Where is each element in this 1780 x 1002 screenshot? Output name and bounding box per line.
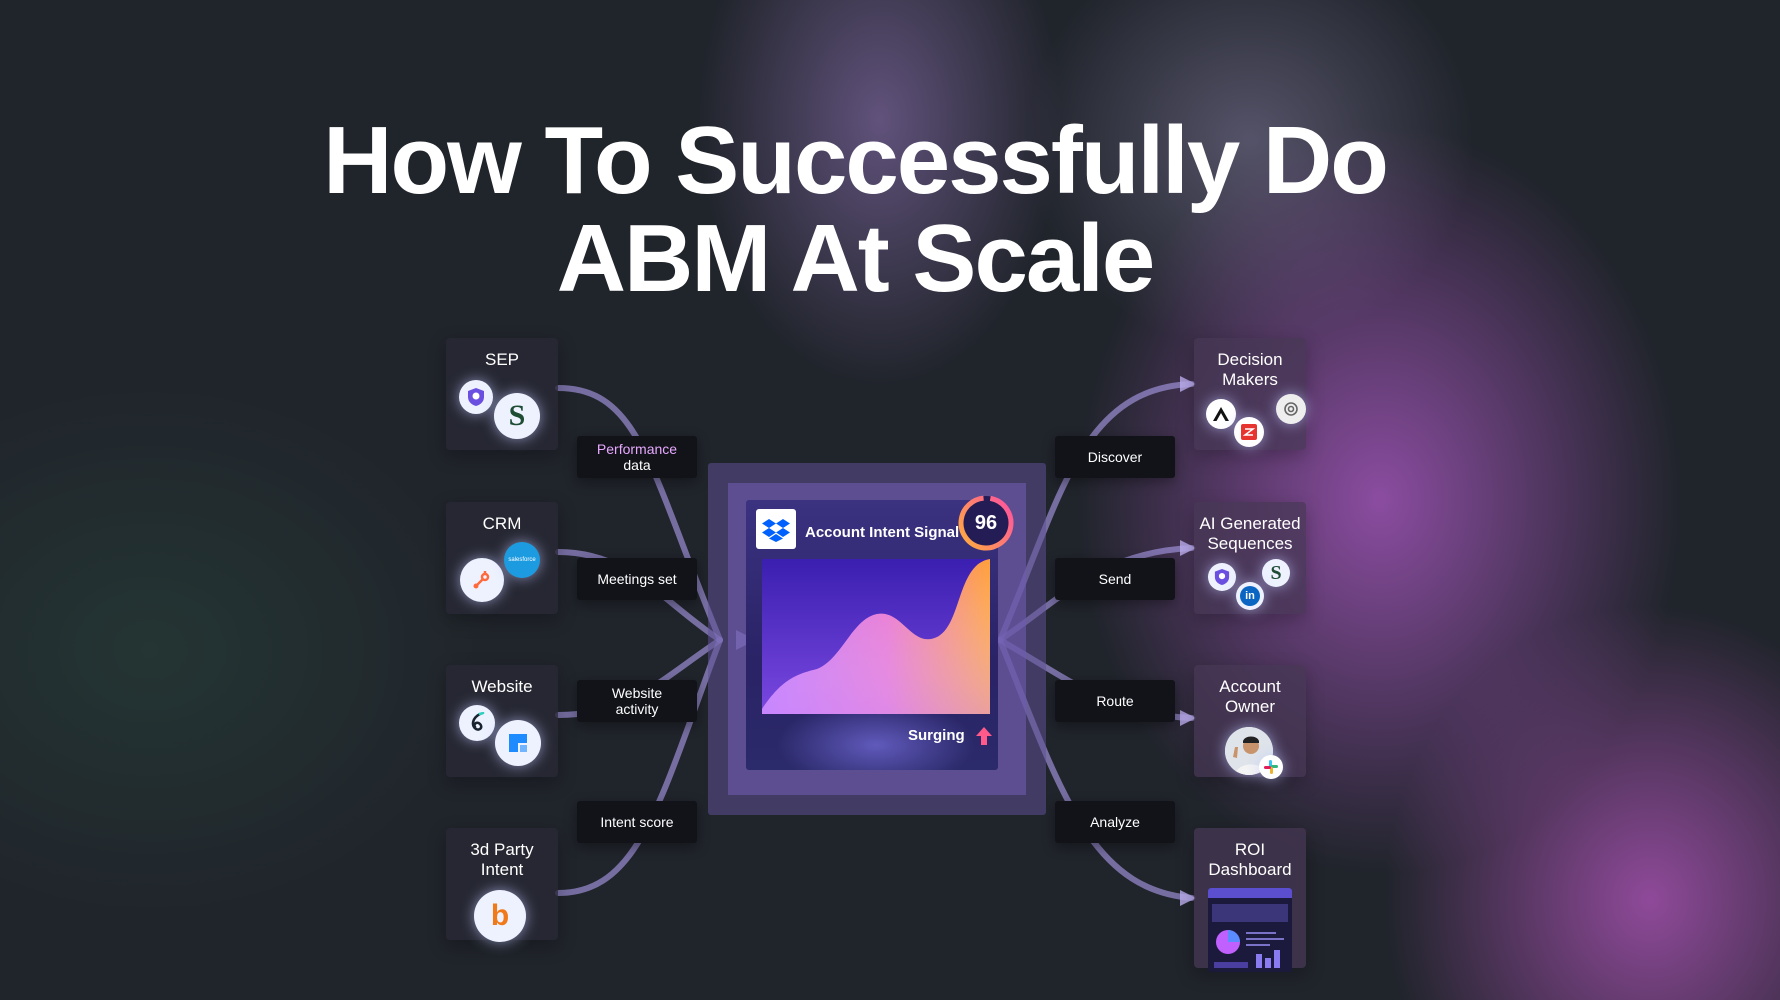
account-intent-signal-panel: Account Intent Signal Surging	[746, 500, 998, 770]
source-card-crm: CRM salesforce	[446, 502, 558, 614]
action-analyze-label: Analyze	[1090, 814, 1140, 830]
surging-status: Surging	[908, 727, 965, 744]
input-performance-data-label: Performance data	[596, 441, 678, 473]
dashboard-thumbnail-icon	[1208, 888, 1292, 972]
input-website-activity: Website activity	[577, 680, 697, 722]
bombora-b-icon: b	[474, 890, 526, 942]
signal-title: Account Intent Signal	[805, 524, 960, 541]
source-label-website: Website	[471, 677, 533, 696]
source-card-website: Website	[446, 665, 558, 777]
destination-card-decision-makers: Decision Makers	[1194, 338, 1306, 450]
page-title: How To Successfully Do ABM At Scale	[0, 112, 1710, 308]
salesforce-icon: salesforce	[504, 542, 540, 578]
score-ring-icon	[958, 495, 1014, 551]
slack-icon	[1259, 755, 1283, 779]
shield-logo-icon	[459, 380, 493, 414]
source-card-sep: SEP S	[446, 338, 558, 450]
source-card-3d-party-intent: 3d Party Intent b	[446, 828, 558, 942]
arrow-ai-sequences	[1180, 540, 1196, 556]
source-label-intent: 3d Party Intent	[470, 840, 534, 879]
linkedin-icon: in	[1236, 582, 1264, 610]
input-performance-data: Performance data	[577, 436, 697, 478]
destination-card-account-owner: Account Owner	[1194, 665, 1306, 779]
destination-label-roi-dashboard: ROI Dashboard	[1208, 840, 1292, 879]
s-logo-icon: S	[494, 393, 540, 439]
surging-arrow-icon	[976, 727, 992, 745]
square-logo-icon	[495, 720, 541, 766]
input-website-activity-label: Website activity	[611, 685, 663, 717]
input-intent-score-label: Intent score	[600, 814, 674, 830]
shield-logo-icon	[1208, 563, 1236, 591]
source-label-sep: SEP	[484, 350, 520, 369]
intent-area-chart	[762, 559, 990, 714]
anthropic-icon	[1206, 399, 1236, 429]
action-route: Route	[1055, 680, 1175, 722]
connector-intent	[555, 637, 723, 896]
action-discover-label: Discover	[1087, 449, 1143, 465]
title-line-1: How To Successfully Do	[323, 107, 1389, 214]
connector-sep	[555, 385, 723, 643]
hubspot-icon	[460, 558, 504, 602]
swirl-logo-icon	[459, 705, 495, 741]
intent-score-value: 96	[974, 511, 998, 534]
action-discover: Discover	[1055, 436, 1175, 478]
linkedin-text: in	[1240, 586, 1260, 606]
destination-label-ai-sequences: AI Generated Sequences	[1199, 514, 1301, 553]
bottom-border	[0, 1000, 1780, 1002]
s-logo-icon: S	[1262, 559, 1290, 587]
destination-card-ai-sequences: AI Generated Sequences S in	[1194, 502, 1306, 614]
input-meetings-set: Meetings set	[577, 558, 697, 600]
arrow-decision-makers	[1180, 376, 1196, 392]
action-send-label: Send	[1098, 571, 1132, 587]
dropbox-icon	[756, 509, 796, 549]
input-intent-score: Intent score	[577, 801, 697, 843]
input-meetings-set-label: Meetings set	[597, 571, 677, 587]
action-analyze: Analyze	[1055, 801, 1175, 843]
red-logo-icon	[1234, 417, 1264, 447]
source-label-crm: CRM	[482, 514, 522, 533]
destination-label-decision-makers: Decision Makers	[1217, 350, 1283, 389]
destination-label-account-owner: Account Owner	[1219, 677, 1281, 716]
action-route-label: Route	[1096, 693, 1134, 709]
arrow-account-owner	[1180, 710, 1196, 726]
openai-icon	[1276, 394, 1306, 424]
destination-card-roi-dashboard: ROI Dashboard	[1194, 828, 1306, 972]
title-line-2: ABM At Scale	[556, 205, 1156, 312]
arrow-roi-dashboard	[1180, 890, 1196, 906]
action-send: Send	[1055, 558, 1175, 600]
